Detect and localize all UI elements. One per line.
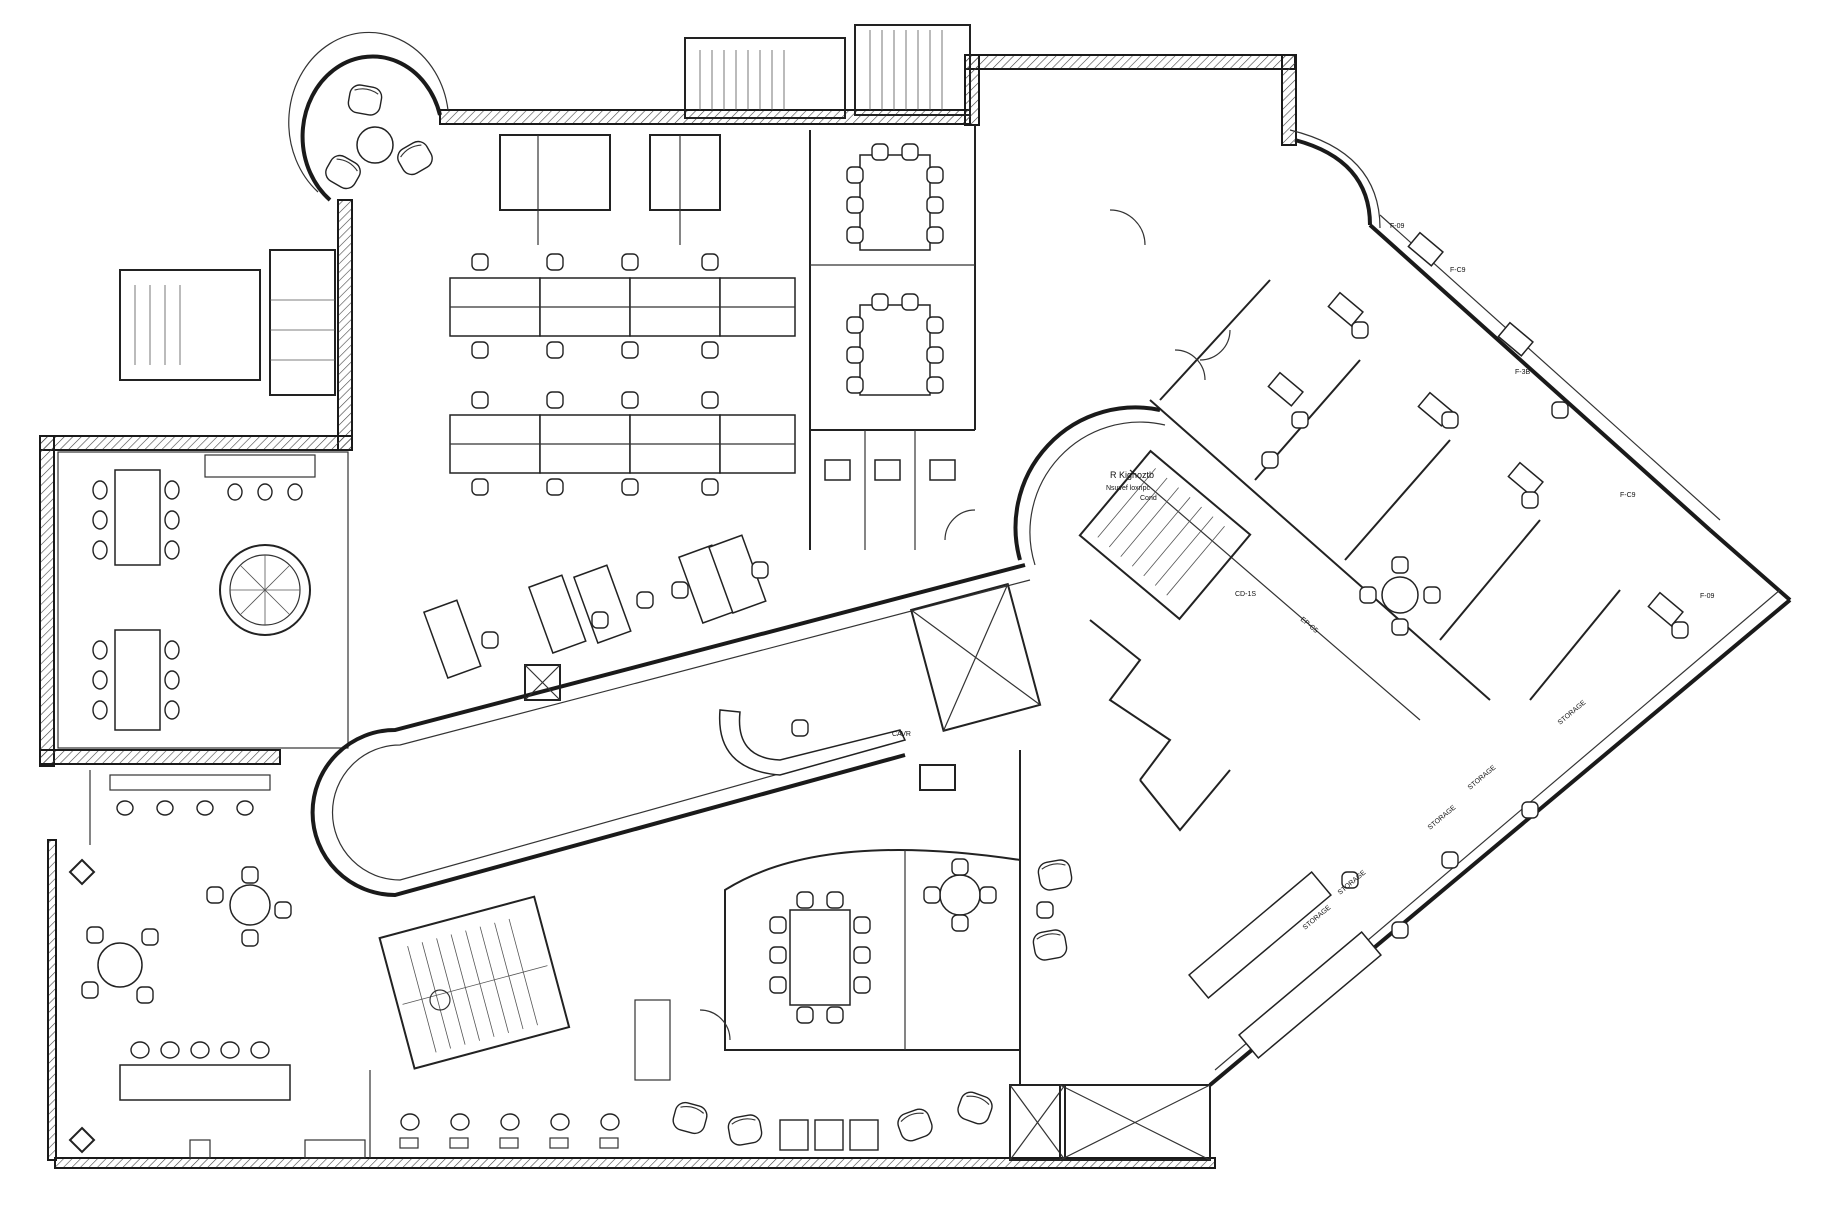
lobby-sub2: Cond [1140, 495, 1157, 502]
plaque-3: STORAGE [1427, 804, 1458, 831]
open-workspace [449, 134, 796, 496]
plan-labels: R Kignoztb Nsuvef loxnpc Cond F-09 F-C9 … [892, 223, 1715, 932]
exterior-stairs-top [684, 24, 971, 119]
plaque-1: STORAGE [1557, 699, 1588, 726]
bay-window [1289, 129, 1381, 229]
bottom-lounge [189, 1070, 1211, 1161]
stair-tag: CD-1S [1235, 591, 1256, 598]
plaque-2: STORAGE [1467, 764, 1498, 791]
left-conference-room [57, 451, 349, 749]
lobby-label: R Kignoztb [1110, 470, 1154, 480]
corridor-workstations [422, 534, 769, 679]
office-tag-3: F-3B [1515, 369, 1531, 376]
desk-cluster-b [449, 391, 796, 496]
meeting-rooms-top [809, 125, 976, 550]
exterior-ramp-left [119, 249, 336, 396]
reception-tag: CAVR [892, 731, 911, 738]
round-tower [288, 31, 449, 202]
office-tag-1: F-09 [1390, 223, 1405, 230]
office-tag-5: F-09 [1700, 593, 1715, 600]
right-office-wing [1013, 209, 1792, 1087]
central-corridor [310, 534, 1042, 898]
exterior-walls [39, 54, 1297, 1169]
lower-left-lounge [68, 770, 292, 1154]
lobby-sub1: Nsuvef loxnpc [1106, 485, 1150, 492]
lower-center-rooms [378, 849, 1021, 1081]
corridor-tag: EP-C5 [1299, 616, 1319, 635]
desk-cluster-a [449, 253, 796, 359]
office-tag-2: F-C9 [1450, 267, 1466, 274]
office-tag-4: F-C9 [1620, 492, 1636, 499]
